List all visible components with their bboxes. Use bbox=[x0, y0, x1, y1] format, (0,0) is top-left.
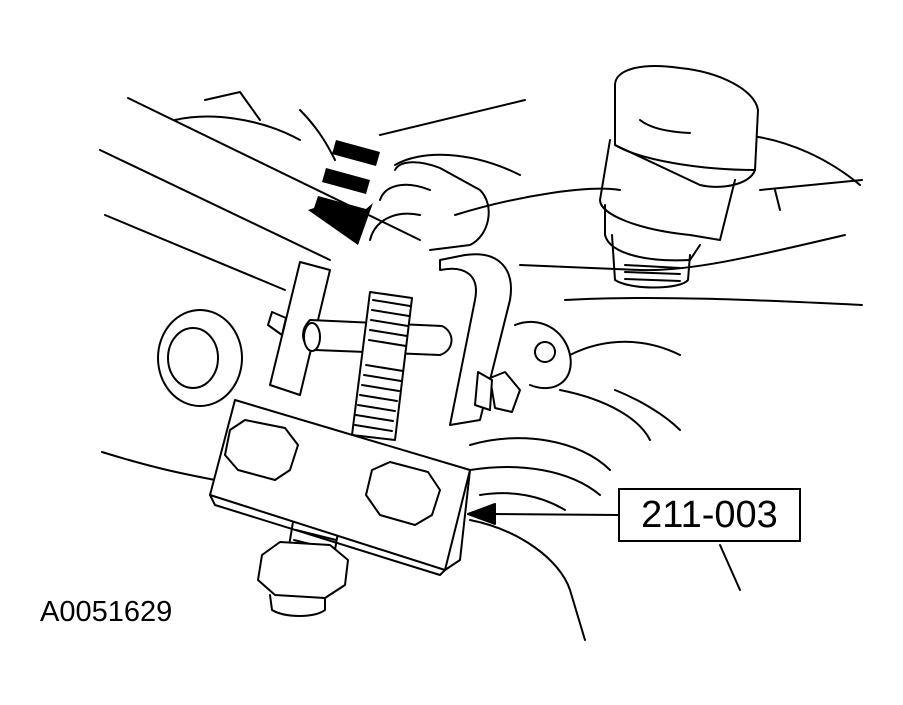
separator-tool-body bbox=[267, 253, 521, 426]
rubber-bushing-left bbox=[157, 309, 243, 407]
tool-number-callout: 211-003 bbox=[618, 488, 801, 542]
direction-arrow-icon bbox=[308, 140, 380, 245]
clamp-block bbox=[209, 399, 471, 576]
tie-rod-end bbox=[369, 161, 490, 251]
tool-number-label: 211-003 bbox=[641, 493, 778, 536]
callout-leader bbox=[467, 503, 619, 525]
lower-nut bbox=[257, 541, 349, 617]
figure-id: A0051629 bbox=[40, 596, 173, 628]
ball-joint-assembly bbox=[599, 65, 759, 289]
suspension-arm-lines bbox=[99, 91, 863, 641]
lower-link bbox=[469, 320, 681, 511]
